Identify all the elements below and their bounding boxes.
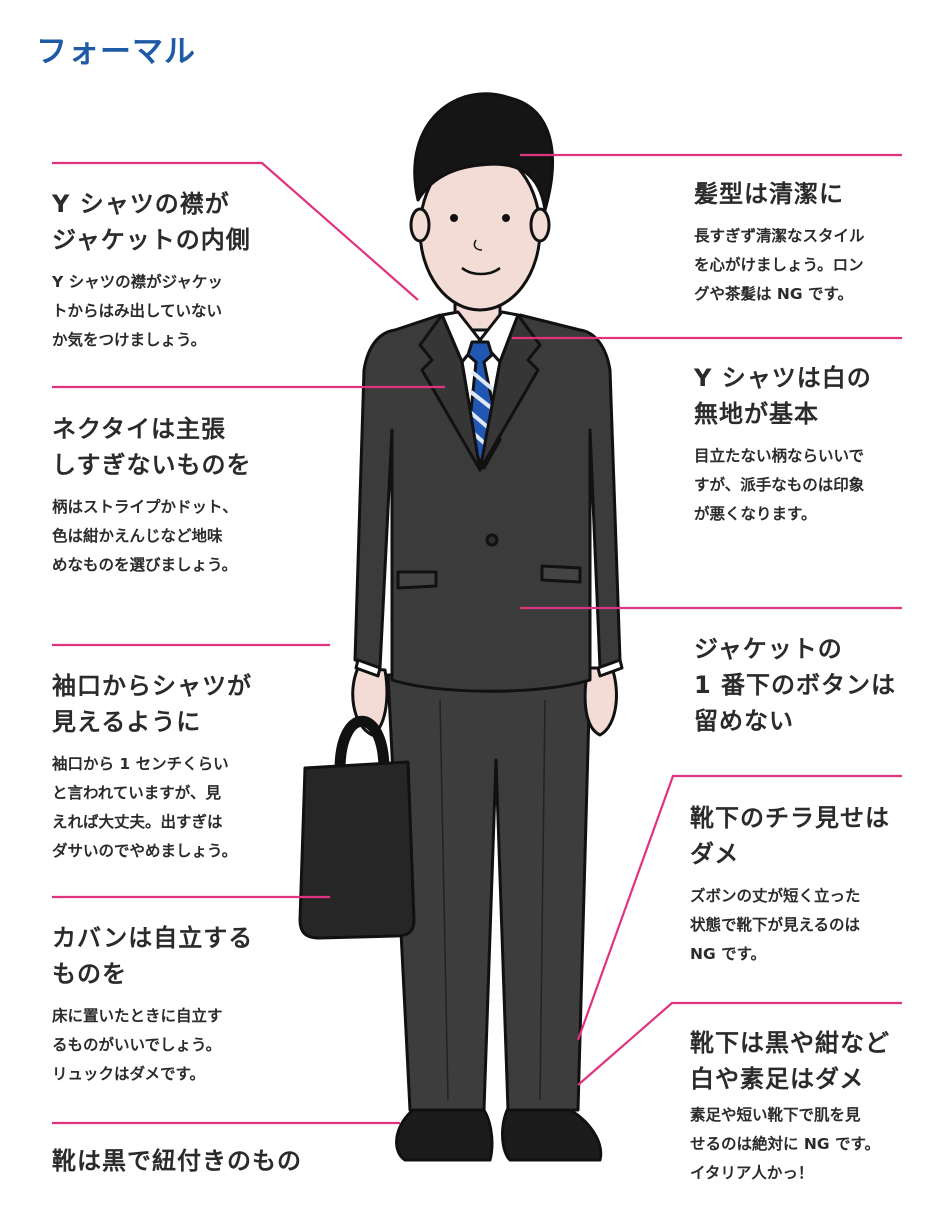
leader-socks-show: [576, 774, 902, 1041]
note-bag: カバンは自立する ものを 床に置いたときに自立す るものがいいでしょう。 リュッ…: [52, 920, 352, 1089]
note-heading: カバンは自立する ものを: [52, 924, 254, 988]
note-shirt: Y シャツは白の 無地が基本 目立たない柄ならいいで すが、派手なものは印象 が…: [694, 360, 934, 529]
hair: [413, 92, 554, 212]
note-heading: 靴下のチラ見せは ダメ: [690, 804, 890, 868]
note-socks-show: 靴下のチラ見せは ダメ ズボンの丈が短く立った 状態で靴下が見えるのは NG で…: [690, 800, 935, 969]
note-cuff: 袖口からシャツが 見えるように 袖口から 1 センチくらい と言われていますが、…: [52, 668, 352, 866]
jacket-button: [485, 533, 499, 547]
note-necktie: ネクタイは主張 しすぎないものを 柄はストライプかドット、 色は紺かえんじなど地…: [52, 411, 352, 580]
note-heading: 髪型は清潔に: [694, 180, 844, 208]
left-shoe: [395, 1103, 494, 1162]
note-jacket-button: ジャケットの 1 番下のボタンは 留めない: [694, 631, 934, 739]
jacket: [353, 313, 622, 693]
smile: [461, 266, 501, 276]
right-shoe: [501, 1103, 603, 1162]
note-body: 長すぎず清潔なスタイル を心がけましょう。ロン グや茶髪は NG です。: [694, 227, 865, 303]
note-hairstyle: 髪型は清潔に 長すぎず清潔なスタイル を心がけましょう。ロン グや茶髪は NG …: [694, 176, 934, 309]
note-heading: ジャケットの 1 番下のボタンは 留めない: [694, 635, 897, 735]
leader-socks-color: [577, 1001, 902, 1086]
bag-handle: [334, 715, 390, 771]
note-heading: 袖口からシャツが 見えるように: [52, 672, 252, 736]
leader-collar: [52, 161, 419, 301]
right-hand: [583, 666, 618, 737]
note-shoes: 靴は黒で紐付きのもの: [52, 1143, 372, 1179]
note-body: 柄はストライプかドット、 色は紺かえんじなど地味 めなものを選びましょう。: [52, 498, 238, 574]
note-heading: 靴は黒で紐付きのもの: [52, 1147, 302, 1175]
bag: [298, 760, 416, 940]
note-body: 目立たない柄ならいいで すが、派手なものは印象 が悪くなります。: [694, 447, 865, 523]
note-socks-color: 靴下は黒や紺など 白や素足はダメ 素足や短い靴下で肌を見 せるのは絶対に NG …: [690, 1025, 935, 1188]
note-heading: 靴下は黒や紺など 白や素足はダメ: [690, 1029, 890, 1093]
note-body: 素足や短い靴下で肌を見 せるのは絶対に NG です。 イタリア人かっ！: [690, 1106, 880, 1182]
businessman-figure: [298, 92, 624, 1162]
note-body: 床に置いたときに自立す るものがいいでしょう。 リュックはダメです。: [52, 1007, 223, 1083]
leader-lines: [52, 153, 902, 1125]
note-heading: ネクタイは主張 しすぎないものを: [52, 415, 252, 479]
note-body: Y シャツの襟がジャケッ トからはみ出していない か気をつけましょう。: [52, 273, 223, 349]
note-heading: Y シャツは白の 無地が基本: [694, 364, 872, 428]
note-heading: Y シャツの襟が ジャケットの内側: [52, 190, 251, 254]
note-body: 袖口から 1 センチくらい と言われていますが、見 えれば大丈夫。出すぎは ダサ…: [52, 755, 238, 860]
note-body: ズボンの丈が短く立った 状態で靴下が見えるのは NG です。: [690, 887, 861, 963]
note-collar: Y シャツの襟が ジャケットの内側 Y シャツの襟がジャケッ トからはみ出してい…: [52, 186, 352, 355]
page-title: フォーマル: [36, 34, 196, 70]
trousers: [386, 673, 592, 1112]
